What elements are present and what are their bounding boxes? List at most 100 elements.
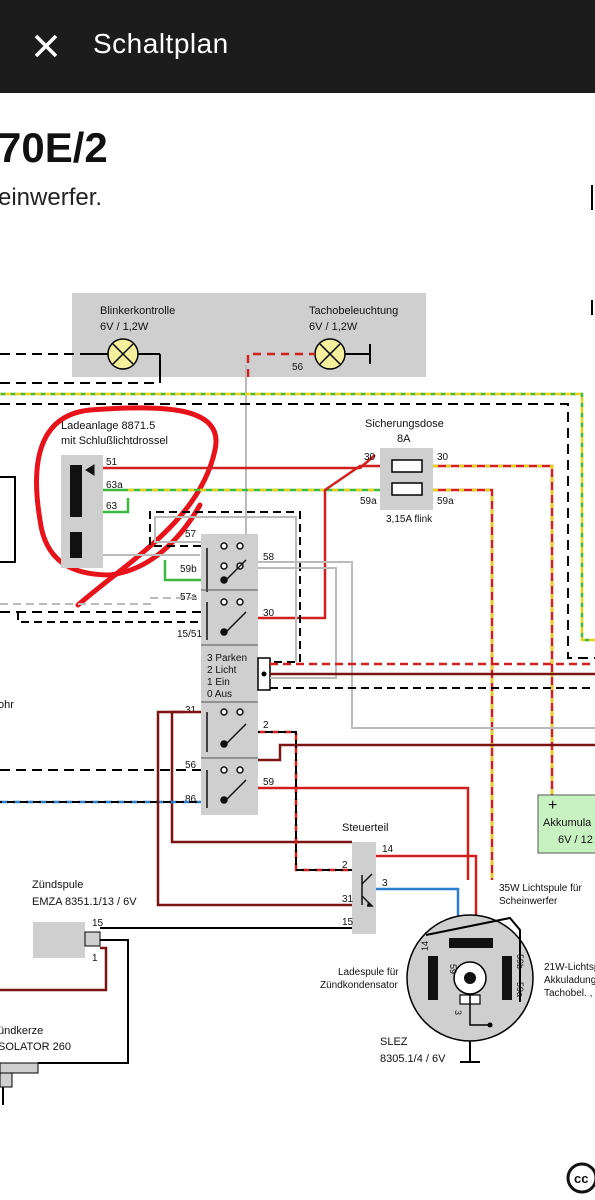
slez-terminal-14: 14 (420, 941, 430, 951)
sw-terminal-31: 31 (185, 705, 197, 716)
wire-black-dashed-3 (0, 403, 595, 659)
svg-text:cc: cc (574, 1171, 588, 1186)
wire-63-green (103, 498, 130, 514)
wire-1551-black (17, 612, 201, 623)
slez-zuendkondensator: Zündkondensator (320, 980, 399, 991)
blinker-lamp-icon (85, 338, 161, 383)
wire-coil-1 (38, 939, 129, 1064)
wire-14-red (376, 854, 478, 935)
left-component-box (0, 476, 16, 563)
app-bar-title: Schaltplan (93, 28, 229, 59)
switch-contacts (220, 542, 247, 804)
zuendkerze-model: SOLATOR 260 (0, 1041, 71, 1053)
blinker-label: Blinkerkontrolle (100, 305, 175, 317)
slez-akkuladung: Akkuladung (544, 975, 595, 986)
st-terminal-15: 15 (342, 917, 354, 928)
coil-terminal-15: 15 (92, 918, 104, 929)
slez-model: 8305.1/4 / 6V (380, 1053, 446, 1065)
slez-scheinwerfer: Scheinwerfer (499, 896, 558, 907)
slez-lichtspule-21: 21W-Lichtsp (544, 962, 595, 973)
tacho-rating: 6V / 1,2W (309, 321, 358, 333)
left-cut-label: ohr (0, 699, 14, 711)
sw-terminal-58: 58 (263, 552, 275, 563)
fuse-terminal-59a-left: 59a (360, 496, 377, 507)
sw-terminal-59: 59 (263, 777, 275, 788)
sw-pos-1: 1 Ein (207, 677, 230, 688)
slez-terminal-3: 3 (453, 1010, 463, 1015)
sw-pos-2: 2 Licht (207, 665, 237, 676)
terminal-63: 63 (106, 501, 118, 512)
spark-plug-icon (0, 1062, 39, 1105)
sw-pos-0: 0 Aus (207, 689, 232, 700)
zuendspule-model: EMZA 8351.1/13 / 6V (32, 896, 137, 908)
st-terminal-14: 14 (382, 844, 394, 855)
light-switch-block (201, 534, 258, 815)
st-terminal-31: 31 (342, 894, 354, 905)
sicherungsdose-title: Sicherungsdose (365, 418, 444, 430)
zuendspule-title: Zündspule (32, 879, 83, 891)
wire-fuse-59a-right (433, 488, 494, 880)
wire-2-dashed-b (258, 731, 352, 871)
battery-box (537, 794, 595, 854)
steuerteil-title: Steuerteil (342, 822, 388, 834)
sw-terminal-86: 86 (185, 794, 197, 805)
battery-plus: + (548, 797, 557, 814)
transistor-icon (361, 873, 374, 907)
tacho-label: Tachobeleuchtung (309, 305, 398, 317)
wire-tacho-feed (246, 352, 315, 377)
close-button[interactable] (26, 26, 66, 66)
battery-label: Akkumula (543, 817, 592, 829)
red-annotation-circle (34, 405, 219, 608)
ignition-coil (33, 922, 85, 958)
sw-terminal-56: 56 (185, 760, 197, 771)
steuerteil-box (352, 842, 376, 934)
ladeanlage-subtitle: mit Schlußlichtdrossel (61, 435, 168, 447)
wire-58-grey-b (258, 567, 337, 679)
wire-59b-green (163, 560, 201, 582)
ladeanlage-title: Ladeanlage 8871.5 (61, 420, 155, 432)
slez-ladespule: Ladespule für (338, 967, 399, 978)
fuse-1 (391, 459, 423, 473)
wire-58-grey (258, 561, 595, 729)
blinker-rating: 6V / 1,2W (100, 321, 149, 333)
sw-terminal-59b: 59b (180, 564, 197, 575)
terminal-63a: 63a (106, 480, 123, 491)
terminal-51: 51 (106, 457, 118, 468)
fuse-box (380, 448, 433, 510)
battery-rating: 6V / 12 (558, 834, 593, 846)
wire-coil-dark-red (0, 946, 108, 992)
wire-51-red (103, 454, 376, 470)
wire-31-dark-red (170, 710, 352, 844)
coil-terminal-1: 1 (92, 953, 98, 964)
sw-terminal-30: 30 (263, 608, 275, 619)
slez-terminal-59: 59 (448, 964, 458, 974)
wire-fuse-59a-right-y (433, 488, 494, 880)
slez-lichtspule-35: 35W Lichtspule für (499, 883, 582, 894)
slez-tachobel: Tachobel. , S (544, 988, 595, 999)
cc-license-icon: cc (566, 1162, 595, 1194)
wire-dark-red-down (156, 710, 352, 907)
fuse-terminal-30-right: 30 (437, 452, 449, 463)
sw-terminal-57a: 57a (180, 592, 197, 603)
fuse-2 (391, 482, 423, 496)
wire-dark-red-long (258, 743, 595, 762)
wire-57-grey (154, 516, 297, 662)
fuse-terminal-30-left: 30 (364, 452, 376, 463)
sw-pos-3: 3 Parken (207, 653, 247, 664)
wire-slez-black (425, 916, 521, 1002)
wire-59-red (258, 786, 470, 880)
wire-green-yellow-long-b (0, 392, 595, 642)
slez-name: SLEZ (380, 1036, 408, 1048)
st-terminal-3: 3 (382, 878, 388, 889)
tacho-terminal-56: 56 (292, 362, 304, 373)
document-heading: 70E/2 (0, 124, 108, 171)
wire-fuse-30-yellow-right (433, 464, 554, 795)
wire-57a-grey (0, 597, 201, 605)
wiring-diagram: Blinkerkontrolle 6V / 1,2W Tachobeleucht… (0, 185, 595, 1105)
sw-terminal-1551: 15/51 (177, 629, 202, 640)
sw-terminal-57: 57 (185, 529, 197, 540)
fuse-terminal-59a-right: 59a (437, 496, 454, 507)
fuse-note: 3,15A flink (386, 514, 433, 525)
sw-terminal-2: 2 (263, 720, 269, 731)
close-icon (34, 34, 58, 58)
